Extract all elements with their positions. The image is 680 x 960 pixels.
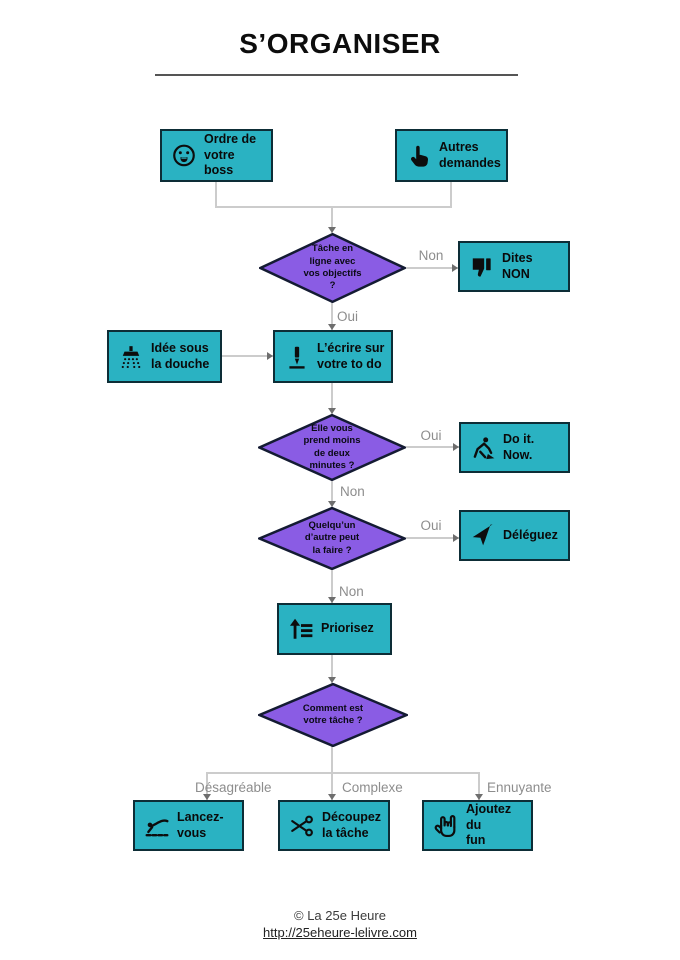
node-ordre-boss: Ordre de votre boss	[160, 129, 273, 182]
decision-label: Quelqu’un d’autre peut la faire ?	[304, 519, 360, 556]
arrowhead	[328, 677, 336, 683]
decision-comment: Comment est votre tâche ?	[258, 683, 408, 747]
connector	[406, 446, 459, 448]
pointing-hand-icon	[406, 143, 432, 169]
node-label: Do it. Now.	[503, 431, 535, 462]
node-label: Autres demandes	[439, 139, 501, 170]
decision-label: Comment est votre tâche ?	[302, 702, 364, 726]
connector	[478, 772, 480, 801]
node-lancez-vous: Lancez- vous	[133, 800, 244, 851]
scissors-icon	[289, 813, 315, 839]
node-autres-demandes: Autres demandes	[395, 129, 508, 182]
arrowhead	[328, 408, 336, 414]
paper-plane-icon	[470, 523, 496, 549]
arrowhead	[328, 597, 336, 603]
node-label: Ajoutez du fun	[466, 802, 512, 848]
connector	[331, 302, 333, 331]
branch-label-complexe: Complexe	[342, 780, 403, 795]
node-dites-non: Dites NON	[458, 241, 570, 292]
edge-label-non: Non	[418, 248, 444, 263]
decision-quelquun: Quelqu’un d’autre peut la faire ?	[258, 507, 406, 570]
node-decoupez: Découpez la tâche	[278, 800, 390, 851]
connector	[331, 569, 333, 604]
connector	[406, 537, 459, 539]
branch-label-ennuyante: Ennuyante	[487, 780, 552, 795]
arrowhead	[328, 501, 336, 507]
node-label: Priorisez	[321, 621, 374, 636]
worker-digging-icon	[470, 435, 496, 461]
node-priorisez: Priorisez	[277, 603, 392, 655]
connector	[331, 655, 333, 684]
arrowhead	[328, 227, 336, 233]
edge-label-oui: Oui	[420, 428, 442, 443]
node-ajoutez-fun: Ajoutez du fun	[422, 800, 533, 851]
connector	[206, 772, 208, 801]
node-label: Déléguez	[503, 527, 558, 542]
sort-priority-icon	[288, 616, 314, 642]
footer-link-row: http://25eheure-lelivre.com	[0, 925, 680, 940]
node-ecrire-todo: L’écrire sur votre to do	[273, 330, 393, 383]
connector	[331, 480, 333, 508]
connector	[331, 206, 333, 233]
node-label: Lancez- vous	[177, 809, 224, 840]
arrowhead	[475, 794, 483, 800]
arrowhead	[328, 794, 336, 800]
decision-objectifs: Tâche en ligne avec vos objectifs ?	[259, 233, 406, 303]
shocked-face-icon	[171, 143, 197, 169]
decision-label: Tâche en ligne avec vos objectifs ?	[303, 243, 362, 292]
edge-label-oui: Oui	[337, 309, 359, 324]
edge-label-oui: Oui	[420, 518, 442, 533]
connector	[215, 206, 452, 208]
shower-icon	[118, 344, 144, 370]
rock-hand-icon	[433, 813, 459, 839]
connector	[331, 383, 333, 415]
connector	[206, 772, 480, 774]
connector	[450, 182, 452, 208]
node-label: Idée sous la douche	[151, 340, 210, 371]
edge-label-non: Non	[340, 484, 365, 499]
connector	[215, 182, 217, 208]
arrowhead	[452, 264, 458, 272]
node-idee-douche: Idée sous la douche	[107, 330, 222, 383]
connector	[222, 355, 273, 357]
arrowhead	[203, 794, 211, 800]
branch-label-desagreable: Désagréable	[195, 780, 272, 795]
node-label: Dites NON	[502, 250, 533, 281]
node-label: L’écrire sur votre to do	[317, 340, 385, 371]
node-label: Ordre de votre boss	[204, 132, 257, 178]
title-underline	[155, 74, 518, 76]
thumbs-down-icon	[469, 254, 495, 280]
node-label: Découpez la tâche	[322, 809, 382, 840]
arrowhead	[453, 534, 459, 542]
node-do-it-now: Do it. Now.	[459, 422, 570, 473]
decision-label: Elle vous prend moins de deux minutes ?	[303, 422, 361, 471]
footer-link[interactable]: http://25eheure-lelivre.com	[263, 925, 417, 940]
footer-copyright: © La 25e Heure	[294, 908, 386, 923]
connector	[406, 267, 458, 269]
decision-deux-minutes: Elle vous prend moins de deux minutes ?	[258, 414, 406, 481]
diving-icon	[144, 813, 170, 839]
arrowhead	[453, 443, 459, 451]
arrowhead	[267, 352, 273, 360]
edge-label-non: Non	[339, 584, 364, 599]
node-deleguez: Déléguez	[459, 510, 570, 561]
page-title: S’ORGANISER	[239, 28, 441, 59]
pen-icon	[284, 344, 310, 370]
arrowhead	[328, 324, 336, 330]
